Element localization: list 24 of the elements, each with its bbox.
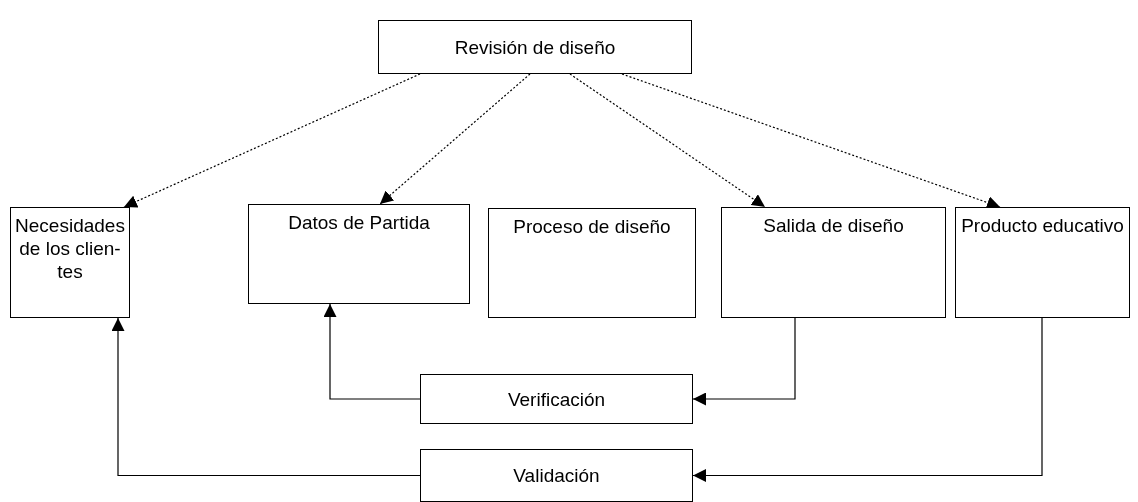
box-label: Validación <box>513 464 600 487</box>
arrow <box>692 317 796 406</box>
process-box <box>10 207 130 318</box>
box-label: Verificación <box>507 387 606 411</box>
arrow <box>323 303 421 400</box>
box-label: Producto educativo <box>961 214 1124 237</box>
arrow <box>692 317 1043 482</box>
box-label: Proceso de diseño <box>513 215 671 238</box>
box-label: Datos de Partida <box>288 211 430 234</box>
box-label: Salida de diseño <box>763 214 904 237</box>
dotted-arrow <box>621 73 1001 209</box>
process-box <box>420 449 693 502</box>
dotted-arrow <box>379 73 531 205</box>
process-box <box>721 207 946 318</box>
arrow <box>111 317 421 477</box>
process-box <box>420 374 693 424</box>
box-label: Necesidades de los clien- tes <box>15 214 125 283</box>
dotted-arrow <box>569 73 766 208</box>
process-box <box>488 208 696 318</box>
process-box <box>955 207 1130 318</box>
box-label: Revisión de diseño <box>454 35 616 59</box>
process-box <box>378 20 692 74</box>
process-box <box>248 204 470 304</box>
dotted-arrow <box>123 73 421 208</box>
